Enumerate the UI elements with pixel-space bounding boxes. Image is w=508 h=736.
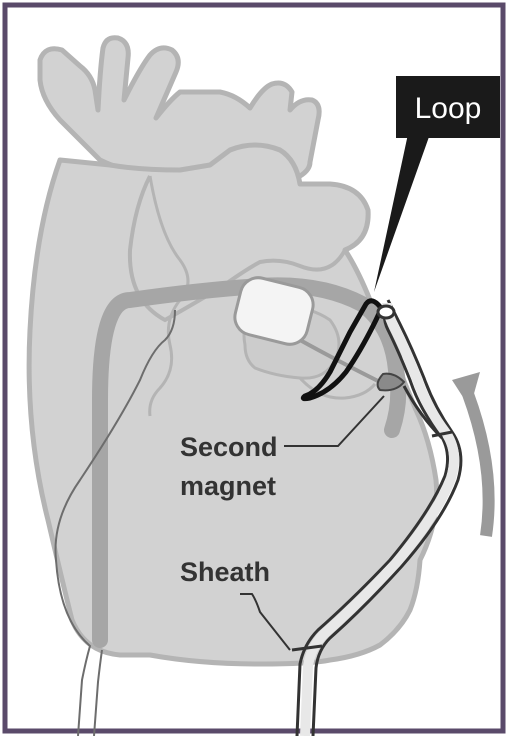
second-magnet-label-line1: Second [180,432,278,462]
loop-label: Loop [415,92,482,125]
second-magnet-label-line2: magnet [180,471,276,501]
sheath-label: Sheath [180,557,270,587]
sheath-tip [378,306,394,318]
